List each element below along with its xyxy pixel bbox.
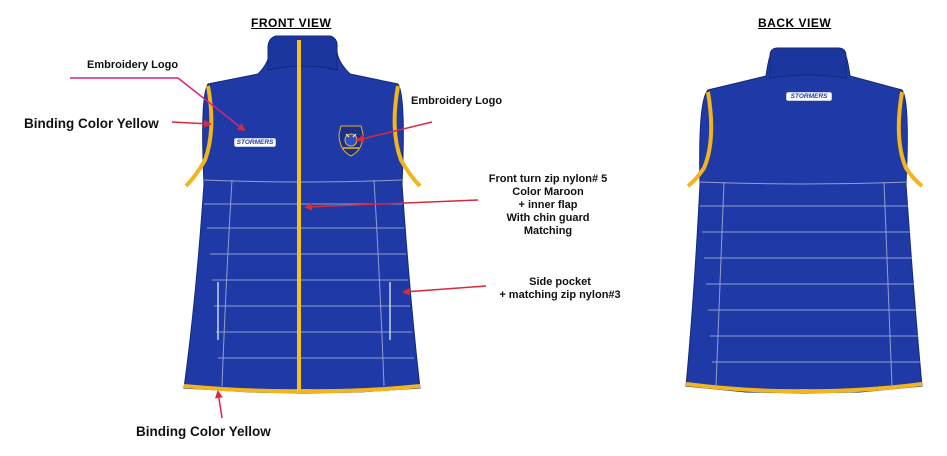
front-wordmark: STORMERS [236, 139, 274, 146]
front-collar [267, 35, 338, 71]
leader-binding-top [171, 119, 212, 128]
zip-spec-line: Front turn zip nylon# 5 [488, 173, 608, 185]
back-collar [769, 47, 847, 79]
back-quilt-lines [699, 181, 920, 387]
zip-spec-line: With chin guard [506, 212, 590, 224]
front-hem-binding [183, 384, 421, 394]
pocket-spec-line: Side pocket [529, 276, 591, 288]
back-vest [685, 47, 924, 394]
back-view-title: BACK VIEW [758, 16, 832, 30]
leader-embroidery-right [356, 121, 433, 143]
leader-zip [304, 199, 479, 211]
zip-spec-block: Front turn zip nylon# 5 Color Maroon + i… [472, 173, 624, 238]
binding-color-top-label: Binding Color Yellow [24, 116, 159, 131]
front-vest [183, 35, 422, 394]
binding-color-bottom-label: Binding Color Yellow [136, 424, 271, 439]
pocket-spec-line: + matching zip nylon#3 [499, 289, 621, 301]
leader-pocket [402, 285, 487, 296]
front-wordmark-badge [233, 137, 277, 148]
leader-embroidery-left [177, 77, 246, 132]
back-armhole-binding-left [686, 91, 714, 188]
back-wordmark: STORMERS [790, 93, 828, 100]
front-armhole-binding-left [184, 85, 214, 188]
front-armhole-binding-right [392, 85, 422, 188]
zip-spec-line: Color Maroon [512, 186, 584, 198]
zip-spec-line: + inner flap [518, 199, 578, 211]
front-vest-body [183, 47, 421, 394]
back-wordmark-badge [785, 91, 833, 102]
back-hem-binding [685, 382, 923, 394]
embroidery-logo-left-label: Embroidery Logo [87, 59, 179, 71]
back-armhole-binding-right [896, 91, 924, 188]
embroidery-logo-right-label: Embroidery Logo [411, 95, 503, 107]
pocket-spec-block: Side pocket + matching zip nylon#3 [486, 276, 634, 302]
back-vest-body [685, 55, 923, 394]
front-view-title: FRONT VIEW [251, 16, 332, 30]
leader-binding-bottom [214, 390, 223, 419]
zip-spec-line: Matching [523, 225, 573, 237]
